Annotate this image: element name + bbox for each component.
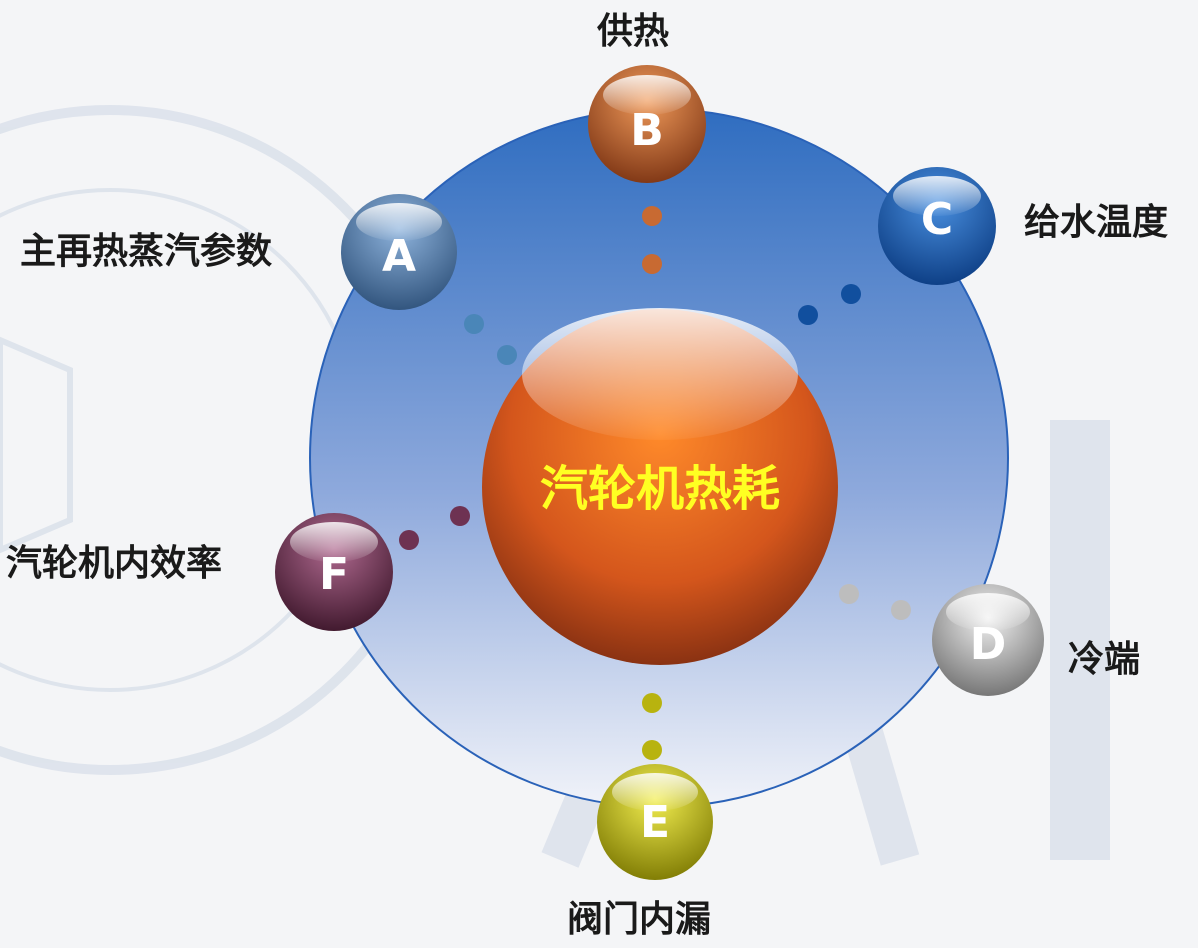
node-A[interactable]: A	[341, 194, 457, 310]
label-B: 供热	[597, 11, 670, 52]
node-letter-B: B	[630, 105, 664, 156]
connector-dots	[399, 206, 911, 760]
node-D[interactable]: D	[932, 584, 1044, 696]
label-F: 汽轮机内效率	[6, 543, 223, 584]
node-letter-E: E	[640, 797, 670, 848]
node-F[interactable]: F	[275, 513, 393, 631]
label-C: 给水温度	[1024, 202, 1169, 243]
node-letter-A: A	[382, 231, 416, 282]
label-A: 主再热蒸汽参数	[20, 231, 273, 272]
node-letter-C: C	[921, 194, 953, 245]
node-letter-F: F	[319, 549, 349, 600]
node-letter-D: D	[970, 619, 1007, 670]
node-C[interactable]: C	[878, 167, 996, 285]
node-E[interactable]: E	[597, 764, 713, 880]
label-E: 阀门内漏	[567, 899, 712, 940]
center-sphere: 汽轮机热耗	[482, 308, 838, 665]
node-B[interactable]: B	[588, 65, 706, 183]
center-title: 汽轮机热耗	[540, 461, 780, 517]
label-D: 冷端	[1068, 639, 1141, 680]
